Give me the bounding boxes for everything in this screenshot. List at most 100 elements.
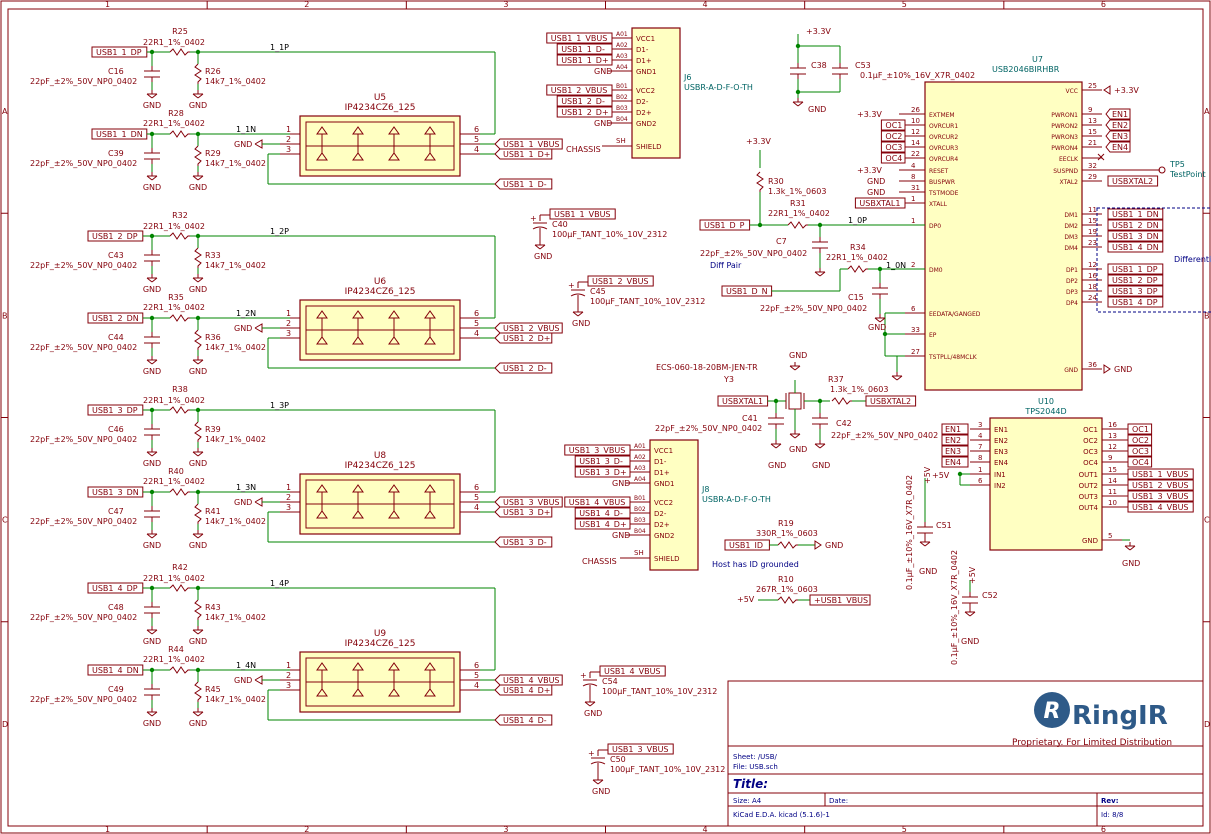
- pin-num: 4: [911, 162, 916, 170]
- r-ref: R41: [205, 507, 221, 516]
- pin-name: OC4: [1083, 459, 1098, 467]
- pin-name: TSTMODE: [928, 190, 959, 197]
- gnd-label: GND: [143, 183, 161, 192]
- gnd-label: GND: [919, 567, 937, 576]
- pin-num: 16: [1108, 421, 1117, 429]
- net-label: USB1_ID: [729, 541, 763, 550]
- pin-num: 3: [286, 681, 291, 690]
- gnd-label: GND: [534, 252, 552, 261]
- esd-part: IP4234CZ6_125: [345, 103, 416, 113]
- esd-port-4: USB1_4_DPR4222R1_1%_04021_4PC4822pF_±2%_…: [30, 563, 563, 728]
- gnd-label: GND: [189, 459, 207, 468]
- pin-name: SHIELD: [636, 143, 661, 151]
- conn-ref: J6: [683, 73, 691, 82]
- gnd-label: GND: [189, 183, 207, 192]
- pin-num: SH: [634, 549, 644, 557]
- net-label: USB1_1_DN: [96, 130, 143, 139]
- net-label: USB1_4_D+: [503, 686, 550, 695]
- pin-num: 15: [1108, 466, 1117, 474]
- gnd-label: GND: [234, 140, 252, 149]
- gnd-label: GND: [234, 324, 252, 333]
- logo-text: RingIR: [1072, 701, 1168, 731]
- net-label: USB1_3_D-: [579, 457, 623, 466]
- title-block: Sheet: /USB/ File: USB.sch Title: Size: …: [727, 680, 1204, 827]
- pin-num: 14: [911, 139, 920, 147]
- gnd-label: GND: [961, 637, 979, 646]
- tb-rev: Rev:: [1101, 797, 1119, 805]
- net-label: USB1_3_DP: [92, 406, 138, 415]
- xtal-part: ECS-060-18-20BM-JEN-TR: [656, 363, 758, 372]
- gnd-label: GND: [612, 531, 630, 540]
- connector-body: [649, 439, 699, 571]
- tb-sheet: Sheet: /USB/: [733, 753, 778, 761]
- pin-name: VCC1: [654, 447, 673, 455]
- r-ref: R44: [168, 645, 184, 654]
- gnd-label: GND: [612, 479, 630, 488]
- gnd-label: GND: [868, 323, 886, 332]
- net-label: EN3: [1112, 132, 1128, 141]
- net-label: USB1_3_VBUS: [503, 498, 560, 507]
- r-val: 14k7_1%_0402: [205, 517, 266, 526]
- pin-num: 21: [1088, 139, 1097, 147]
- r-val: 22R1_1%_0402: [143, 655, 205, 664]
- c-ref: C42: [836, 419, 852, 428]
- net-label: USB1_3_VBUS: [569, 446, 626, 455]
- gnd-label: GND: [768, 461, 786, 470]
- net-label: USB1_D_N: [726, 287, 768, 296]
- pswitch-part: TPS2044D: [1024, 407, 1066, 416]
- net-label: USB1_3_D+: [579, 468, 626, 477]
- net-label: USB1_2_D-: [561, 97, 605, 106]
- pin-name: D1-: [636, 46, 649, 54]
- net-label: USB1_4_D-: [579, 509, 623, 518]
- net-label: USB1_2_D+: [503, 334, 550, 343]
- pin-num: 26: [911, 106, 920, 114]
- pin-num: A01: [616, 31, 628, 38]
- net-label: USB1_3_DN: [92, 488, 139, 497]
- pin-num: 1: [911, 217, 915, 225]
- pin-name: EEDATA/GANGED: [929, 311, 981, 318]
- pwr-label: +5V: [932, 471, 950, 480]
- net-name: 1_0N: [886, 261, 906, 270]
- r-ref: R35: [168, 293, 184, 302]
- esd-port-2: USB1_2_DPR3222R1_1%_04021_2PC4322pF_±2%_…: [30, 211, 563, 376]
- gnd-label: GND: [594, 119, 612, 128]
- net-name: 1_2N: [236, 309, 256, 318]
- net-label: USB1_1_VBUS: [551, 34, 608, 43]
- pin-name: DM0: [929, 267, 943, 274]
- tb-file: File: USB.sch: [733, 763, 778, 771]
- pin-name: GND: [1064, 367, 1078, 374]
- pin-num: 12: [1108, 443, 1117, 451]
- diff-label: Diff Pair: [710, 261, 742, 270]
- gnd-label: GND: [825, 541, 843, 550]
- net-label: USBXTAL2: [1112, 177, 1153, 186]
- net-name: 1_2P: [270, 227, 289, 236]
- net-label: USBXTAL1: [859, 199, 900, 208]
- net-label: USB1_1_DP: [96, 48, 142, 57]
- pin-name: OC3: [1083, 448, 1098, 456]
- pin-num: 2: [286, 671, 291, 680]
- pin-name: D2-: [636, 98, 649, 106]
- pin-num: 15: [1088, 128, 1097, 136]
- c-ref: C53: [855, 61, 871, 70]
- net-label: USB1_1_VBUS: [554, 210, 611, 219]
- pin-num: B03: [634, 517, 646, 524]
- r-val: 14k7_1%_0402: [205, 613, 266, 622]
- net-name: 1_3N: [236, 483, 256, 492]
- hub-ref: U7: [1032, 55, 1043, 64]
- pin-name: EN1: [994, 426, 1008, 434]
- pin-num: 2: [286, 493, 291, 502]
- esd-blocks: USB1_1_DPR2522R1_1%_04021_1PC1622pF_±2%_…: [30, 27, 563, 728]
- net-label: USB1_4_VBUS: [604, 667, 661, 676]
- pin-name: DP1: [1066, 267, 1078, 274]
- net-label: EN4: [1112, 143, 1128, 152]
- r-ref: R37: [828, 375, 844, 384]
- pwr-label: +5V: [968, 566, 977, 584]
- hub-u7: U7USB2046BIRHBR26EXTMEM+3.3V10OVRCUR1OC1…: [854, 55, 1211, 391]
- pin-num: 3: [286, 503, 291, 512]
- pin-num: 1: [911, 195, 915, 203]
- pin-num: 1: [286, 661, 291, 670]
- r-val: 22R1_1%_0402: [768, 209, 830, 218]
- pin-num: B01: [634, 495, 646, 502]
